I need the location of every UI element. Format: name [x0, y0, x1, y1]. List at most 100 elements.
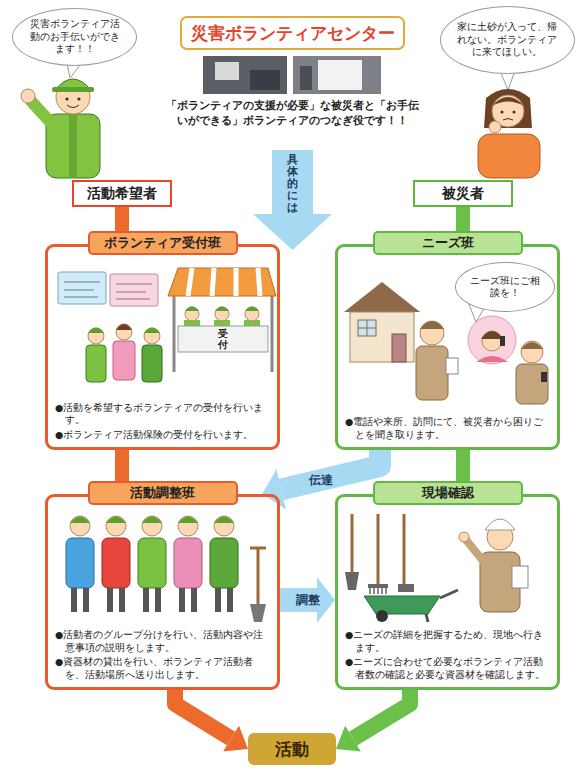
needs-illustration — [358, 320, 376, 336]
reception-illustration — [174, 296, 272, 372]
photo — [318, 60, 362, 90]
bullet-list: ●活動を希望するボランティアの受付を行います。●ボランティア活動保険の受付を行い… — [55, 400, 270, 442]
role-box: 活動希望者 — [72, 180, 172, 207]
needs-illustration — [416, 346, 448, 400]
task-bullet: ●資器材の貸出を行い、ボランティア活動者を、活動場所へ送り出します。 — [55, 656, 270, 682]
reception-illustration — [113, 341, 135, 380]
site-check-illustration — [467, 541, 484, 562]
label-anchor: 調整 — [294, 593, 322, 607]
reception-illustration — [64, 282, 100, 297]
role-box: 被災者 — [413, 180, 513, 207]
volunteer-man — [67, 105, 79, 108]
reception-illustration — [144, 328, 160, 344]
sign-text: 受付 — [218, 328, 228, 350]
role-text: 活動希望者 — [87, 185, 157, 203]
team-illustration — [102, 538, 130, 588]
label-anchor: 伝達 — [307, 473, 335, 487]
tagline-text: 「ボランティアの支援が必要」な被災者と「お手伝いができる」ボランティアのつなぎ役… — [165, 98, 420, 128]
victim-woman — [513, 111, 516, 114]
title-text: 災害ボランティアセンター — [191, 22, 395, 45]
heading-tab: ニーズ班 — [373, 231, 523, 255]
reception-illustration — [110, 274, 158, 306]
needs-illustration — [468, 316, 516, 364]
volunteer-man — [31, 101, 52, 124]
site-check-illustration — [345, 572, 359, 590]
arrow-label: 伝達 — [307, 473, 335, 487]
site-check-illustration — [485, 519, 515, 530]
reception-illustration — [88, 328, 104, 334]
volunteer-man — [21, 79, 100, 178]
needs-illustration — [500, 336, 505, 346]
site-check-illustration — [352, 514, 404, 586]
team-illustration — [66, 538, 94, 588]
volunteer-man — [65, 97, 68, 100]
reception-illustration — [144, 328, 160, 334]
team-illustration — [66, 516, 266, 622]
bubble-text: 災害ボランティア活動のお手伝いができます！！ — [26, 18, 124, 55]
needs-illustration — [392, 334, 406, 362]
task-bullet: ●活動者のグループ分けを行い、活動内容や注意事項の説明をします。 — [55, 629, 270, 655]
label-anchor: 具体的には — [287, 154, 298, 214]
site-check-illustration — [459, 532, 469, 542]
reception-illustration — [116, 324, 132, 340]
team-panel: ボランティア受付班●活動を希望するボランティアの受付を行います。●ボランティア活… — [45, 244, 280, 450]
bullet-list: ●ニーズの詳細を把握するため、現地へ行きます。●ニーズに合わせて必要なボランティ… — [345, 627, 550, 682]
photo — [300, 66, 312, 90]
team-panel: 活動調整班●活動者のグループ分けを行い、活動内容や注意事項の説明をします。●資器… — [45, 494, 280, 690]
team-illustration — [250, 604, 266, 622]
needs-illustration — [420, 321, 444, 329]
arrow-label: 調整 — [294, 593, 322, 607]
bullet-list: ●活動者のグループ分けを行い、活動内容や注意事項の説明をします。●資器材の貸出を… — [55, 627, 270, 682]
volunteer-man — [52, 87, 94, 92]
needs-illustration — [521, 342, 543, 349]
reception-illustration — [116, 324, 132, 330]
task-bullet: ●ボランティア活動保険の受付を行います。 — [55, 429, 270, 442]
heading-tab: 活動調整班 — [88, 481, 238, 505]
needs-illustration — [482, 331, 502, 351]
reception-illustration — [178, 326, 268, 352]
site-check-illustration — [368, 584, 388, 588]
team-panel: 現場確認●ニーズの詳細を把握するため、現地へ行きます。●ニーズに合わせて必要なボ… — [335, 494, 560, 690]
photo — [203, 56, 287, 94]
task-bullet: ●ニーズの詳細を把握するため、現地へ行きます。 — [345, 629, 550, 655]
arrow-caption: 具体的には — [287, 154, 298, 214]
title-box: 災害ボランティアセンター — [180, 16, 405, 50]
reception-illustration — [185, 307, 259, 312]
volunteer-man — [21, 89, 35, 103]
bubble-tail — [66, 58, 516, 322]
needs-illustration — [344, 282, 420, 312]
team-heading: ボランティア受付班 — [88, 231, 238, 255]
photo — [250, 70, 280, 90]
team-illustration — [210, 538, 238, 588]
volunteer-man — [56, 80, 90, 114]
bubble-text: ニーズ班にご相談を！ — [466, 275, 544, 300]
needs-illustration — [521, 341, 543, 363]
reception-illustration — [168, 268, 276, 296]
site-check-illustration — [364, 596, 440, 614]
team-panel: ニーズ班●電話や来所、訪問にて、被災者から困りごとを聞き取ります。ニーズ班にご相… — [335, 244, 560, 450]
team-heading: 活動調整班 — [88, 481, 238, 505]
flow-arrow — [353, 690, 410, 739]
site-check-illustration — [512, 566, 528, 588]
task-bullet: ●ニーズに合わせて必要なボランティア活動者数の確認と必要な資器材を確認します。 — [345, 656, 550, 682]
needs-illustration — [446, 358, 458, 374]
task-bullet: ●活動を希望するボランティアの受付を行います。 — [55, 402, 270, 428]
team-illustration — [138, 538, 166, 588]
photo — [203, 56, 381, 94]
reception-illustration — [116, 284, 152, 299]
reception-illustration — [188, 268, 260, 296]
victim-woman — [478, 89, 540, 178]
needs-illustration — [358, 320, 376, 336]
reception-illustration — [86, 345, 106, 382]
victim-woman — [501, 111, 504, 114]
victim-woman — [478, 134, 540, 178]
needs-illustration — [481, 331, 503, 339]
needs-illustration — [350, 312, 414, 362]
needs-illustration — [420, 321, 444, 345]
reception-illustration — [142, 345, 162, 382]
heading-tab: ボランティア受付班 — [88, 231, 238, 255]
team-illustration — [250, 548, 266, 604]
flow-arrow — [281, 450, 380, 489]
bullet-list: ●電話や来所、訪問にて、被災者から困りごとを聞き取ります。 — [345, 414, 550, 442]
team-heading: ニーズ班 — [373, 231, 523, 255]
